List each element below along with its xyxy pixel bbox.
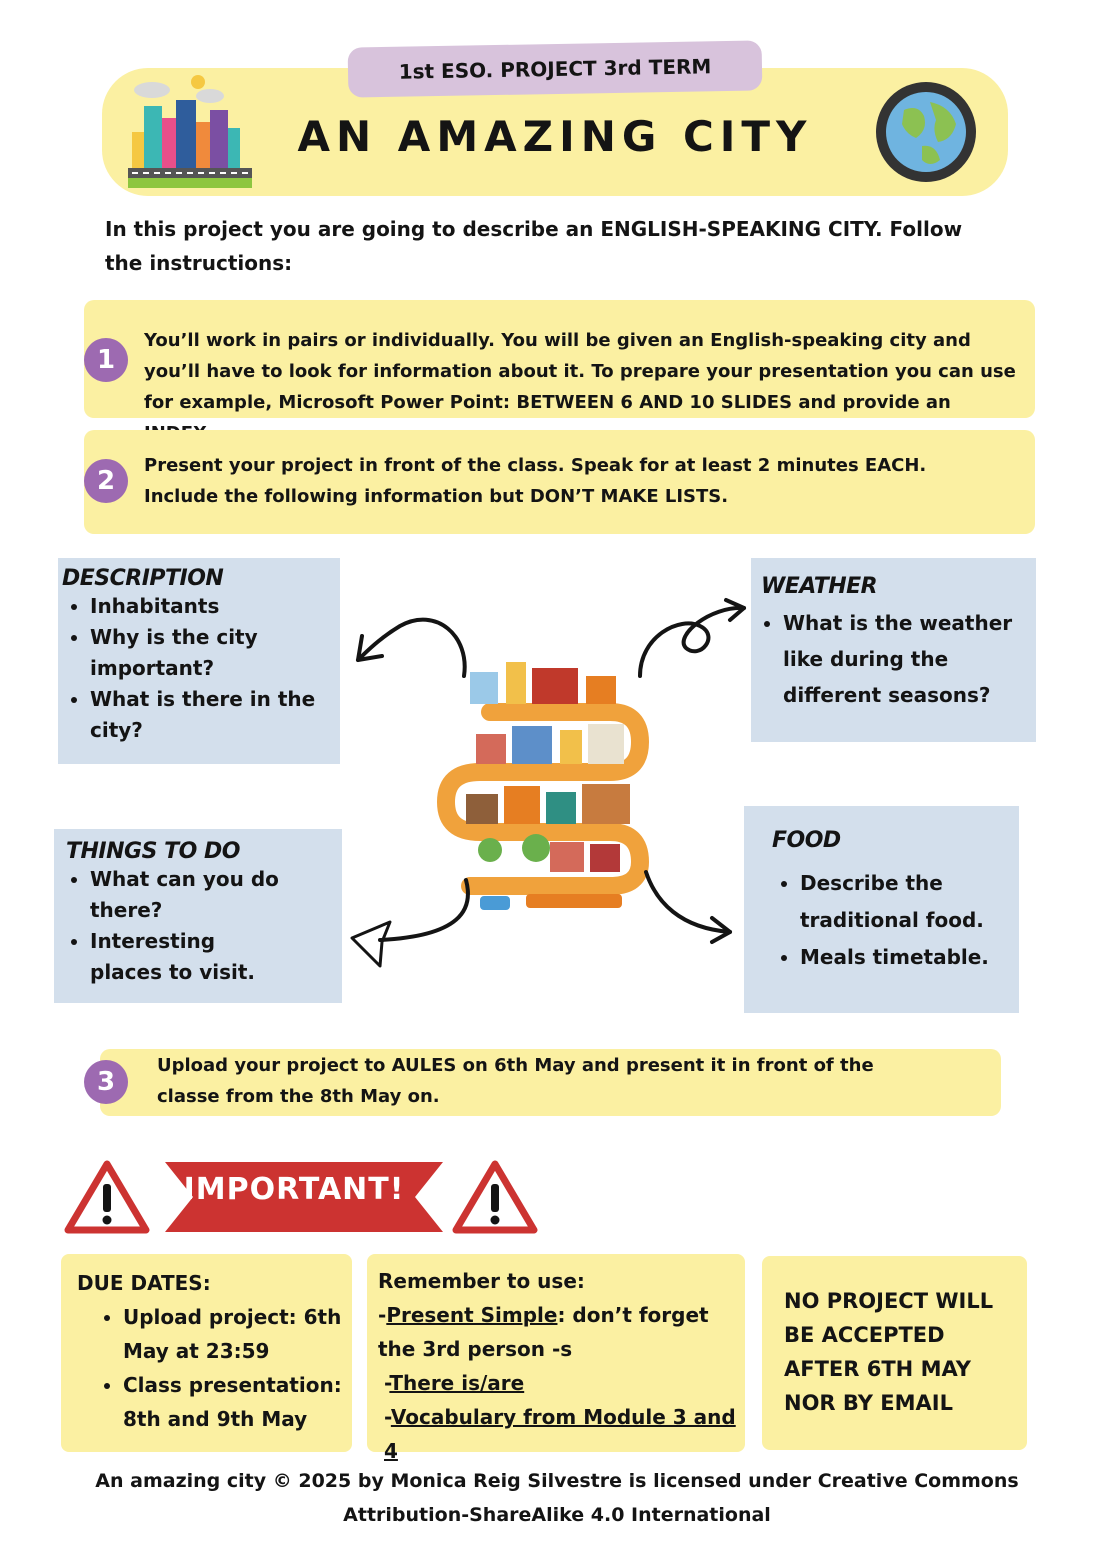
step-2-text: Present your project in front of the cla… bbox=[144, 455, 927, 507]
step-1-number: 1 bbox=[84, 338, 128, 382]
present-simple-label: Present Simple bbox=[386, 1303, 558, 1327]
list-item: Upload project: 6th May at 23:59 bbox=[123, 1300, 343, 1368]
term-label-text: 1st ESO. PROJECT 3rd TERM bbox=[398, 54, 712, 84]
step-3-text: Upload your project to AULES on 6th May … bbox=[157, 1055, 874, 1107]
remember-title: Remember to use: bbox=[378, 1269, 585, 1293]
step-1-text: You’ll work in pairs or individually. Yo… bbox=[144, 330, 1016, 444]
no-project-box: NO PROJECT WILL BE ACCEPTED AFTER 6TH MA… bbox=[762, 1256, 1027, 1450]
no-project-text: NO PROJECT WILL BE ACCEPTED AFTER 6TH MA… bbox=[784, 1289, 994, 1415]
food-box: FOOD Describe the traditional food. Meal… bbox=[744, 806, 1019, 1013]
term-label: 1st ESO. PROJECT 3rd TERM bbox=[347, 40, 763, 98]
license-footer: An amazing city © 2025 by Monica Reig Si… bbox=[95, 1470, 1019, 1526]
due-dates-list: Upload project: 6th May at 23:59 Class p… bbox=[61, 1300, 343, 1436]
weather-list: What is the weather like during the diff… bbox=[751, 605, 1019, 713]
globe-illustration bbox=[876, 82, 976, 182]
city-road-illustration bbox=[350, 598, 746, 968]
list-item: Why is the city important? bbox=[90, 622, 320, 684]
things-to-do-title: THINGS TO DO bbox=[66, 839, 240, 864]
due-dates-box: DUE DATES: Upload project: 6th May at 23… bbox=[61, 1254, 352, 1452]
list-item: What can you do there? bbox=[90, 864, 290, 926]
weather-box: WEATHER What is the weather like during … bbox=[751, 558, 1036, 742]
list-item: Class presentation: 8th and 9th May bbox=[123, 1368, 343, 1436]
vocabulary-label: Vocabulary from Module 3 and 4 bbox=[384, 1405, 736, 1463]
important-label: IMPORTANT! bbox=[183, 1172, 405, 1207]
weather-title: WEATHER bbox=[761, 574, 878, 599]
remember-box: Remember to use: -Present Simple: don’t … bbox=[367, 1254, 745, 1463]
step-2-number: 2 bbox=[84, 459, 128, 503]
list-item: Meals timetable. bbox=[800, 939, 1000, 976]
description-list: Inhabitants Why is the city important? W… bbox=[58, 591, 320, 746]
list-item: Interesting places to visit. bbox=[90, 926, 290, 988]
important-banner bbox=[165, 1162, 443, 1232]
step-2-box bbox=[84, 430, 1035, 534]
step-3-box bbox=[100, 1049, 1001, 1116]
present-simple-note: : don’t forget the 3rd person -s bbox=[378, 1303, 709, 1361]
warning-triangle-left-icon bbox=[64, 1160, 150, 1234]
remember-vocabulary: -Vocabulary from Module 3 and 4 bbox=[384, 1405, 736, 1463]
description-title: DESCRIPTION bbox=[62, 566, 224, 591]
there-is-label: There is/are bbox=[389, 1371, 525, 1395]
page-title: AN AMAZING CITY bbox=[297, 112, 813, 161]
things-to-do-list: What can you do there? Interesting place… bbox=[54, 864, 290, 988]
city-skyline-illustration bbox=[128, 75, 252, 188]
food-list: Describe the traditional food. Meals tim… bbox=[744, 865, 1000, 976]
list-item: What is there in the city? bbox=[90, 684, 320, 746]
list-item: Inhabitants bbox=[90, 591, 320, 622]
food-title: FOOD bbox=[772, 828, 841, 853]
things-to-do-box: THINGS TO DO What can you do there? Inte… bbox=[54, 829, 342, 1003]
warning-triangle-right-icon bbox=[452, 1160, 538, 1234]
list-item: What is the weather like during the diff… bbox=[783, 605, 1019, 713]
description-box: DESCRIPTION Inhabitants Why is the city … bbox=[58, 558, 340, 764]
remember-there-is: -There is/are bbox=[384, 1371, 525, 1395]
due-dates-title: DUE DATES: bbox=[77, 1271, 211, 1295]
step-3-number: 3 bbox=[84, 1060, 128, 1104]
remember-content: Remember to use: -Present Simple: don’t … bbox=[378, 1264, 744, 1468]
remember-present-simple: -Present Simple: don’t forget the 3rd pe… bbox=[378, 1303, 709, 1361]
intro-text: In this project you are going to describ… bbox=[105, 217, 963, 275]
list-item: Describe the traditional food. bbox=[800, 865, 1000, 939]
step-1-box bbox=[84, 300, 1035, 418]
